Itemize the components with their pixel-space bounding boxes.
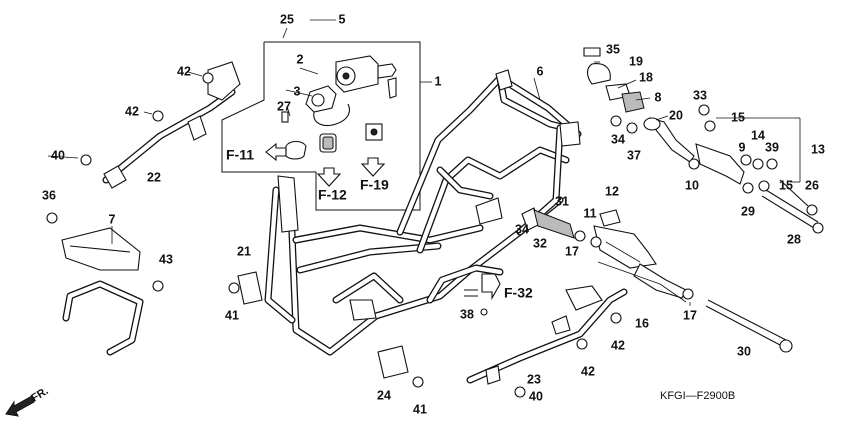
ignition-kit-bracket	[221, 41, 432, 211]
part-number-10: 10	[685, 178, 699, 192]
part-number-11: 11	[583, 206, 596, 220]
part-number-25: 25	[280, 12, 294, 26]
part-number-42-c: 42	[581, 364, 595, 378]
part-number-27: 27	[277, 99, 291, 113]
part-number-12: 12	[605, 184, 619, 198]
part-number-21: 21	[237, 244, 251, 258]
part-number-20: 20	[669, 108, 683, 122]
part-number-15-a: 15	[731, 110, 745, 124]
engine-hanger-parts	[521, 207, 793, 353]
part-number-19: 19	[629, 54, 643, 68]
part-number-39: 39	[765, 140, 779, 154]
part-number-24: 24	[377, 388, 391, 402]
ignition-subparts	[285, 123, 383, 160]
part-number-labels: 25 5 2 3 27 1 6 42 42 40 22 36 7 43 21 4…	[42, 12, 825, 416]
ref-f19: F-19	[360, 177, 389, 193]
part-number-42-d: 42	[611, 338, 625, 352]
part-number-26: 26	[805, 178, 819, 192]
part-number-23: 23	[527, 372, 541, 386]
part-number-35: 35	[606, 42, 620, 56]
part-number-32: 32	[533, 236, 547, 250]
diagram-code: KFGI—F2900B	[660, 390, 735, 402]
part-number-33: 33	[693, 88, 707, 102]
part-number-17-a: 17	[565, 244, 579, 258]
under-bracket-left	[46, 212, 164, 356]
part-number-5: 5	[339, 12, 346, 26]
part-number-7: 7	[109, 212, 116, 226]
part-number-8: 8	[655, 90, 662, 104]
part-number-22: 22	[147, 170, 161, 184]
rear-mount-parts	[583, 47, 824, 234]
part-number-29: 29	[741, 204, 755, 218]
main-frame	[264, 69, 582, 356]
part-number-13: 13	[811, 142, 825, 156]
reference-labels: F-11 F-12 F-19 F-32	[226, 147, 533, 301]
part-number-36: 36	[42, 188, 56, 202]
ignition-switch-assembly	[281, 55, 397, 127]
ref-f32: F-32	[504, 285, 533, 301]
bottom-small-parts	[228, 271, 622, 398]
part-number-3: 3	[294, 84, 301, 98]
part-number-42-b: 42	[125, 104, 139, 118]
part-number-16: 16	[635, 316, 649, 330]
part-number-30: 30	[737, 344, 751, 358]
part-number-17-b: 17	[683, 308, 697, 322]
part-number-6: 6	[537, 64, 544, 78]
leader-lines	[47, 19, 801, 306]
part-number-18: 18	[639, 70, 653, 84]
part-number-40-b: 40	[529, 389, 543, 403]
part-number-1: 1	[435, 74, 442, 88]
front-direction-indicator: FR.	[5, 385, 51, 417]
part-number-15-b: 15	[779, 178, 793, 192]
part-number-40-a: 40	[51, 148, 65, 162]
ref-f12: F-12	[318, 187, 347, 203]
floor-side-frame	[466, 285, 628, 385]
step-bracket-left	[80, 61, 241, 189]
part-number-28: 28	[787, 232, 801, 246]
part-number-43: 43	[159, 252, 173, 266]
part-number-34-a: 34	[515, 222, 529, 236]
part-number-42-a: 42	[177, 64, 191, 78]
part-number-9: 9	[739, 140, 746, 154]
part-number-38: 38	[460, 307, 474, 321]
part-number-34-b: 34	[611, 132, 625, 146]
ref-f11: F-11	[226, 147, 254, 163]
part-number-2: 2	[297, 52, 304, 66]
part-number-37: 37	[627, 148, 641, 162]
part-number-31: 31	[555, 194, 569, 208]
part-number-41-b: 41	[413, 402, 427, 416]
part-number-14: 14	[751, 128, 765, 142]
part-number-41-a: 41	[225, 308, 239, 322]
